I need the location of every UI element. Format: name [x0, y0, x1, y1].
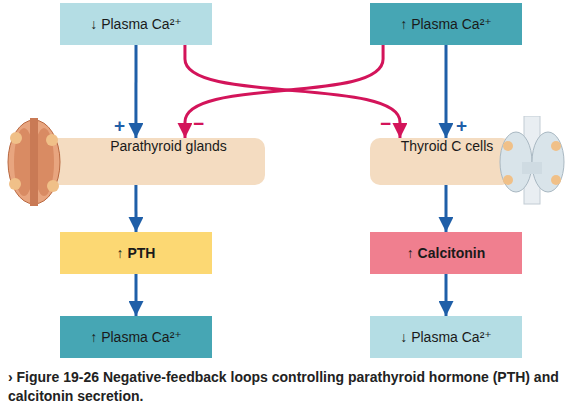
feedback-arrow	[135, 274, 138, 316]
state-box: ↓ Plasma Ca²⁺	[370, 316, 522, 358]
feedback-arrow	[444, 45, 447, 138]
node-text: ↑ Plasma Ca²⁺	[90, 329, 181, 345]
sign-label: +	[456, 116, 467, 135]
node-text: ↓ Plasma Ca²⁺	[90, 16, 181, 32]
feedback-arrow	[185, 45, 383, 138]
hormone-box: ↑ Calcitonin	[370, 232, 522, 274]
state-box: ↑ Plasma Ca²⁺	[370, 3, 522, 45]
feedback-arrow	[134, 45, 137, 138]
sign-label: −	[193, 114, 204, 133]
feedback-arrow	[185, 45, 400, 138]
feedback-arrow	[444, 185, 447, 232]
gland-box: Parathyroid glands	[44, 138, 265, 185]
node-text: ↑ Calcitonin	[407, 245, 486, 261]
state-box: ↑ Plasma Ca²⁺	[60, 316, 212, 358]
feedback-arrow	[134, 185, 137, 232]
thyroid-illustration	[494, 116, 570, 206]
parathyroid-illustration	[0, 112, 70, 212]
node-text: ↓ Plasma Ca²⁺	[400, 329, 491, 345]
state-box: ↓ Plasma Ca²⁺	[60, 3, 212, 45]
sign-label: +	[114, 116, 125, 135]
node-text: ↑ PTH	[117, 245, 156, 261]
node-text: ↑ Plasma Ca²⁺	[400, 16, 491, 32]
sign-label: −	[380, 114, 391, 133]
figure-caption: › Figure 19-26 Negative-feedback loops c…	[8, 368, 568, 406]
node-text: Thyroid C cells	[401, 138, 494, 154]
node-text: Parathyroid glands	[110, 138, 227, 154]
gland-box: Thyroid C cells	[370, 138, 512, 185]
hormone-box: ↑ PTH	[60, 232, 212, 274]
feedback-arrow	[445, 274, 448, 316]
